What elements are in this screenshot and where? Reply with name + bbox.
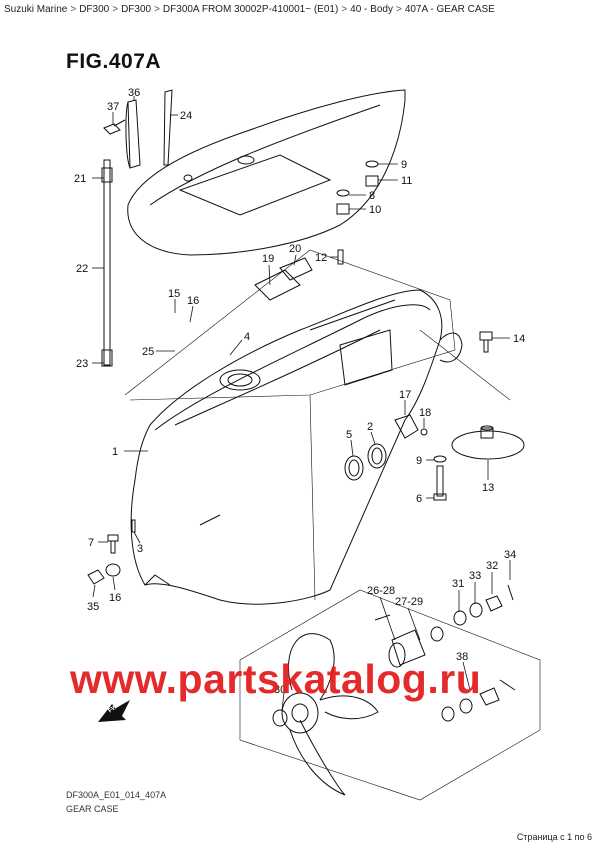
pin-part	[163, 89, 173, 166]
callout-25[interactable]: 25	[142, 346, 154, 358]
callout-2[interactable]: 2	[367, 421, 373, 433]
callout-9-top[interactable]: 9	[401, 159, 407, 171]
callout-11[interactable]: 11	[401, 175, 412, 187]
callout-17[interactable]: 17	[399, 389, 411, 401]
callout-21[interactable]: 21	[74, 173, 86, 185]
callout-6[interactable]: 6	[416, 493, 422, 505]
breadcrumb-item-variant[interactable]: DF300A FROM 30002P-410001~ (E01)	[162, 4, 339, 15]
callout-31[interactable]: 31	[452, 578, 464, 590]
page-indicator: Страница с 1 по 6	[516, 832, 592, 842]
callout-34[interactable]: 34	[504, 549, 516, 561]
callout-9-mid[interactable]: 9	[416, 455, 422, 467]
watermark: www.partskatalog.ru	[70, 656, 482, 702]
callout-7[interactable]: 7	[88, 537, 94, 549]
breadcrumb-item-group[interactable]: 40 - Body	[350, 4, 393, 15]
rod-part	[103, 159, 111, 366]
breadcrumb-item-current: 407A - GEAR CASE	[404, 4, 495, 15]
callout-10[interactable]: 10	[369, 204, 381, 216]
figure-name: GEAR CASE	[66, 804, 119, 814]
callout-19[interactable]: 19	[262, 253, 274, 265]
gear-case-body	[130, 289, 443, 605]
callout-23[interactable]: 23	[76, 358, 88, 370]
breadcrumb-separator: >	[341, 4, 348, 15]
callout-13[interactable]: 13	[482, 482, 494, 494]
callout-5[interactable]: 5	[346, 429, 352, 441]
breadcrumb-separator: >	[154, 4, 160, 15]
callout-1[interactable]: 1	[112, 446, 118, 458]
callout-12[interactable]: 12	[315, 252, 327, 264]
callout-16-bottom[interactable]: 16	[109, 592, 121, 604]
callout-33[interactable]: 33	[469, 570, 481, 582]
fwd-arrow-icon	[98, 700, 130, 722]
callout-36[interactable]: 36	[128, 87, 140, 99]
breadcrumb-item-submodel[interactable]: DF300	[121, 4, 152, 15]
propeller-part	[287, 633, 335, 701]
callout-38[interactable]: 38	[456, 651, 468, 663]
breadcrumb-separator: >	[395, 4, 402, 15]
callout-18[interactable]: 18	[419, 407, 431, 419]
callout-16-top[interactable]: 16	[187, 295, 199, 307]
callout-3[interactable]: 3	[137, 543, 143, 555]
breadcrumb-separator: >	[70, 4, 77, 15]
callout-20[interactable]: 20	[289, 243, 301, 255]
breadcrumb-item-brand[interactable]: Suzuki Marine	[4, 4, 68, 15]
callout-27-29[interactable]: 27-29	[395, 596, 423, 608]
callout-24[interactable]: 24	[180, 110, 192, 122]
callout-4[interactable]: 4	[244, 331, 250, 343]
callout-37[interactable]: 37	[107, 101, 119, 113]
callout-32[interactable]: 32	[486, 560, 498, 572]
callout-14[interactable]: 14	[513, 333, 525, 345]
callout-26-28[interactable]: 26-28	[367, 585, 395, 597]
breadcrumb-separator: >	[112, 4, 119, 15]
top-cover-part	[127, 89, 406, 256]
callout-labels: 37 36 24 21 22 23 9 11 8 10 19 20 12 15 …	[74, 87, 525, 696]
figure-title: FIG.407A	[66, 50, 162, 73]
breadcrumb: Suzuki Marine>DF300>DF300>DF300A FROM 30…	[4, 4, 495, 15]
breadcrumb-item-model[interactable]: DF300	[79, 4, 110, 15]
callout-30[interactable]: 30	[274, 684, 286, 696]
callout-22[interactable]: 22	[76, 263, 88, 275]
callout-8[interactable]: 8	[369, 190, 375, 202]
bracket-part	[127, 99, 141, 169]
callout-35[interactable]: 35	[87, 601, 99, 613]
callout-15[interactable]: 15	[168, 288, 180, 300]
figure-code: DF300A_E01_014_407A	[66, 790, 167, 800]
